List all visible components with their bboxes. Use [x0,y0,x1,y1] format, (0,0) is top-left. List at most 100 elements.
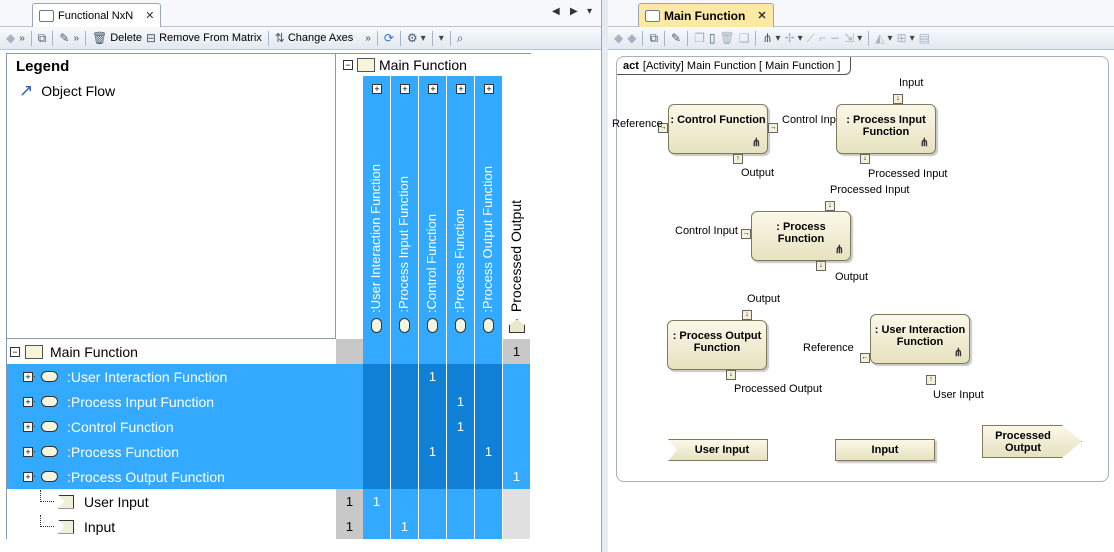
copy-button[interactable]: ❐ [694,31,705,45]
matrix-cell[interactable] [419,514,447,539]
matrix-cell[interactable] [391,439,419,464]
matrix-cell[interactable] [419,339,447,364]
column-group-header[interactable]: − Main Function [337,54,532,76]
matrix-cell[interactable] [503,514,531,539]
pin[interactable]: ↓ [816,261,826,271]
pin[interactable]: ↓ [825,201,835,211]
collapse-icon[interactable]: − [343,60,353,70]
pin[interactable]: ↓ [726,370,736,380]
pin[interactable]: → [741,229,751,239]
tab-list-icon[interactable]: ▾ [587,6,593,17]
matrix-cell[interactable]: 1 [447,389,475,414]
action-control-function[interactable]: : Control Function⋔ [668,104,768,154]
matrix-cell[interactable] [475,414,503,439]
matrix-cell[interactable] [475,489,503,514]
parameter-processed-output[interactable]: Processed Output [982,425,1082,458]
pin[interactable]: → [768,123,778,133]
bezier-button[interactable]: ∽ [830,31,841,45]
expand-icon[interactable]: + [484,84,494,94]
matrix-cell[interactable] [391,364,419,389]
matrix-cell[interactable] [391,389,419,414]
expand-icon[interactable]: + [428,84,438,94]
parameter-input[interactable]: Input [835,439,935,461]
splitter[interactable] [602,0,608,552]
table-row[interactable]: +:Control Function 1 [7,414,532,439]
search-button[interactable]: ⌕ [457,31,464,46]
matrix-cell[interactable] [503,364,531,389]
row-header[interactable]: +:User Interaction Function [7,364,336,389]
action-user-interaction-function[interactable]: : User Interaction Function⋔ [870,314,970,364]
specification-button[interactable]: ✎ [671,31,682,45]
row-header[interactable]: +:Control Function [7,414,336,439]
nav-right-icon[interactable]: ▶ [570,6,578,17]
expand-icon[interactable]: + [23,421,33,432]
copy-symbol-button[interactable]: ❏ [738,31,750,45]
row-header[interactable]: Input [7,514,336,539]
matrix-cell[interactable] [503,439,531,464]
matrix-cell[interactable]: 1 [363,489,391,514]
nav-left-icon[interactable]: ◀ [552,6,560,17]
matrix-cell[interactable] [419,389,447,414]
matrix-cell[interactable] [363,514,391,539]
column-header[interactable]: +:User Interaction Function [363,76,391,339]
matrix-cell[interactable]: 1 [503,464,531,489]
routing-button[interactable]: ⇲▾ [844,31,863,45]
column-header[interactable]: +:Process Input Function [391,76,419,339]
matrix-cell[interactable] [503,489,531,514]
remove-from-matrix-button[interactable]: ⊟Remove From Matrix [146,31,262,45]
column-header[interactable]: +:Control Function [419,76,447,339]
matrix-cell[interactable] [419,414,447,439]
expand-icon[interactable]: + [23,446,33,457]
matrix-cell[interactable]: 1 [475,439,503,464]
row-header[interactable]: +:Process Input Function [7,389,336,414]
pin[interactable]: ↓ [860,154,870,164]
pin[interactable]: ↓ [893,94,903,104]
expand-icon[interactable]: + [23,396,33,407]
matrix-cell[interactable]: 1 [503,339,531,364]
matrix-cell[interactable] [447,364,475,389]
table-row[interactable]: +:Process Output Function 1 [7,464,532,489]
action-process-function[interactable]: : Process Function⋔ [751,211,851,261]
matrix-cell[interactable] [447,514,475,539]
matrix-cell[interactable]: 1 [447,414,475,439]
display-button[interactable]: ▤ [918,31,930,45]
close-icon[interactable]: ✕ [145,10,155,22]
path-style-button[interactable]: ✢▾ [784,31,803,45]
matrix-cell[interactable] [391,339,419,364]
parameter-user-input[interactable]: User Input [668,439,768,461]
tab-functional-nxn[interactable]: Functional NxN ✕ [32,3,162,27]
pin[interactable]: ↑ [926,375,936,385]
forward-button[interactable]: ◆ [627,31,637,45]
expand-icon[interactable]: + [456,84,466,94]
matrix-cell[interactable] [391,414,419,439]
pin[interactable]: ↓ [742,310,752,320]
matrix-cell[interactable] [475,339,503,364]
action-process-input-function[interactable]: : Process Input Function⋔ [836,104,936,154]
open-button[interactable]: ⧉ [649,30,659,45]
matrix-cell[interactable] [447,339,475,364]
matrix-cell[interactable] [447,439,475,464]
matrix-cell[interactable] [391,489,419,514]
overflow-icon[interactable]: » [19,32,25,44]
row-header[interactable]: +:Process Output Function [7,464,336,489]
rectilinear-button[interactable]: ⌐ [819,31,827,45]
expand-icon[interactable]: + [23,471,33,482]
refresh-button[interactable]: ⟳ [384,31,394,45]
matrix-cell[interactable] [475,514,503,539]
back-button[interactable]: ◆ [614,31,624,45]
pin[interactable]: → [658,123,668,133]
action-process-output-function[interactable]: : Process Output Function [667,320,767,370]
matrix-cell[interactable] [447,489,475,514]
matrix-cell[interactable]: 1 [391,514,419,539]
open-button[interactable]: ⧉ [37,30,47,45]
matrix-cell[interactable] [475,364,503,389]
fill-button[interactable]: ◭▾ [875,31,893,45]
row-header[interactable]: +:Process Function [7,439,336,464]
matrix-cell[interactable] [419,489,447,514]
matrix-cell[interactable] [503,389,531,414]
